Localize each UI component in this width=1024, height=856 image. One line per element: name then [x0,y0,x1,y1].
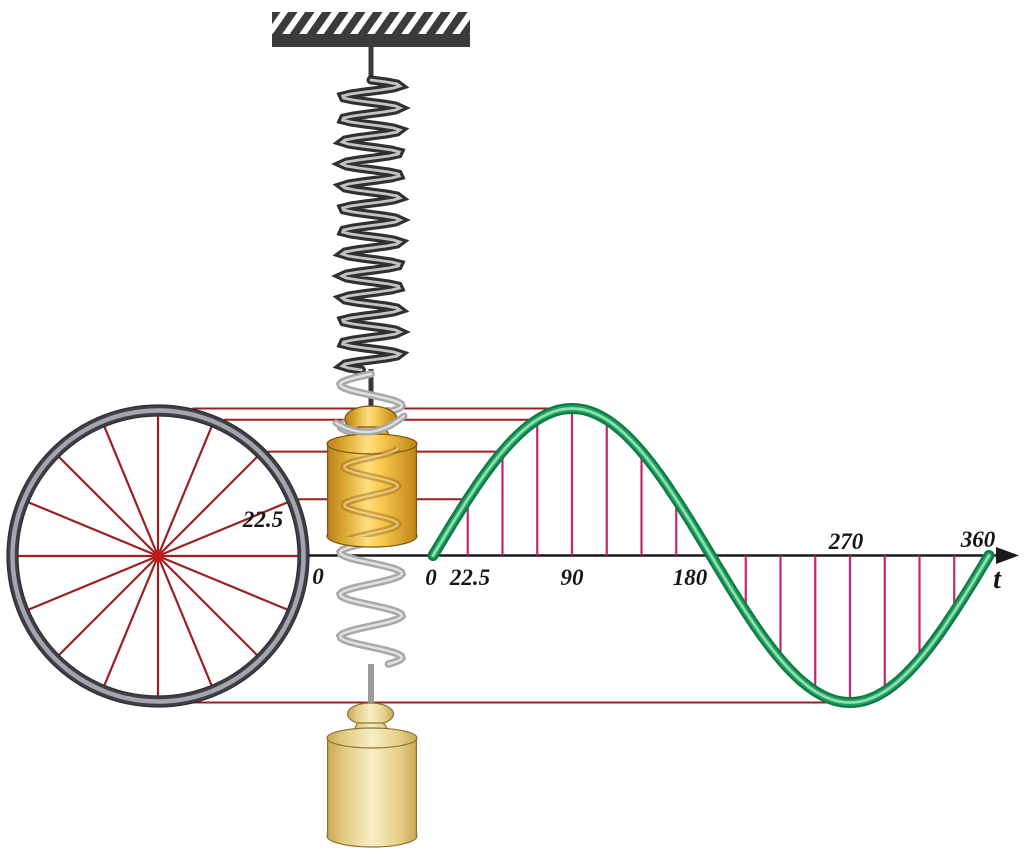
wheel-spoke [54,452,159,557]
wheel-spokes [12,410,304,702]
wheel-spoke [22,554,159,613]
tick-22-5-label: 22.5 [449,565,490,590]
wheel-spoke [157,452,262,557]
tick-180-label: 180 [673,565,708,590]
ceiling-mount [272,12,470,47]
wheel-spoke [54,555,159,660]
ghost-mass-knob [346,702,395,726]
ceiling-hatching [272,12,470,37]
wheel-hub-dot [152,550,164,562]
ghost-mass-top [326,727,418,749]
wheel-rim-inner-edge [17,415,299,697]
mass-inner-coil-group [340,445,403,537]
mass-upper [326,405,418,548]
wheel-rim-highlight [10,408,306,704]
time-axis [309,547,1019,564]
axis-origin-left-label: 0 [312,564,324,589]
sine-curve-sheen [431,407,991,704]
wheel-spoke [157,555,262,660]
tick-270-label: 270 [828,529,864,554]
wheel-spoke [101,420,160,557]
wheel-spoke [157,499,294,558]
tick-0-label: 0 [425,565,437,590]
wheel-spoke [156,420,215,557]
wheel-spoke [156,555,215,692]
hash-lines [466,408,956,703]
ghost-mass-body [327,738,417,836]
mass-top [326,433,418,455]
tick-360-label: 360 [960,527,996,552]
wheel-angle-label: 22.5 [242,507,283,532]
sine-curve [427,402,995,709]
tick-90-label: 90 [561,565,585,590]
wheel-spoke [101,555,160,692]
mass-body [327,444,417,536]
see-through-coil-sheen [343,447,400,537]
time-axis-label: t [993,564,1002,595]
wheel-spoke [22,499,159,558]
mass-lower-ghost [326,702,418,848]
ghost-coil-front-arc-sheen [334,414,406,434]
labels: 22.5 0 0 22.5 90 180 270 360 t [242,507,1002,595]
wheel-spoke [157,554,294,613]
reference-wheel [6,404,310,708]
axis-arrowhead-icon [996,547,1019,564]
spring-coil-sheen [338,78,404,372]
ceiling-bar [272,34,470,47]
